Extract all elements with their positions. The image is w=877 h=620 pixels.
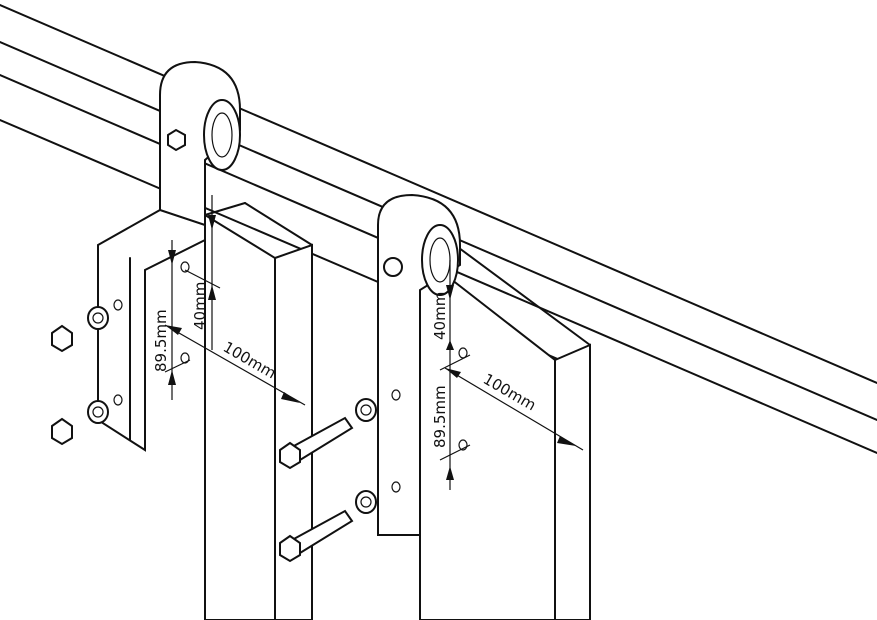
nut-icon [51, 417, 73, 446]
nut-icon [51, 324, 73, 353]
left-hanger [51, 60, 241, 452]
left-door-panel [204, 202, 313, 620]
right-door-panel [419, 244, 591, 620]
washer [355, 490, 377, 514]
left-bracket [97, 208, 206, 452]
right-spacing-label: 89.5mm [431, 385, 449, 448]
right-hanger-bolt-icon [383, 257, 403, 277]
left-hanger-bolt-icon [167, 128, 186, 152]
washer [87, 400, 109, 424]
left-spacing-label: 89.5mm [152, 309, 170, 372]
washer [355, 398, 377, 422]
washer [87, 306, 109, 330]
bolt-head-icon [279, 441, 301, 470]
right-hanger [279, 193, 468, 563]
left-offset-label: 40mm [191, 282, 209, 330]
left-wheel [203, 99, 241, 171]
bolt-head-icon [279, 534, 301, 563]
right-offset-label: 40mm [431, 292, 449, 340]
right-wheel [421, 224, 459, 296]
